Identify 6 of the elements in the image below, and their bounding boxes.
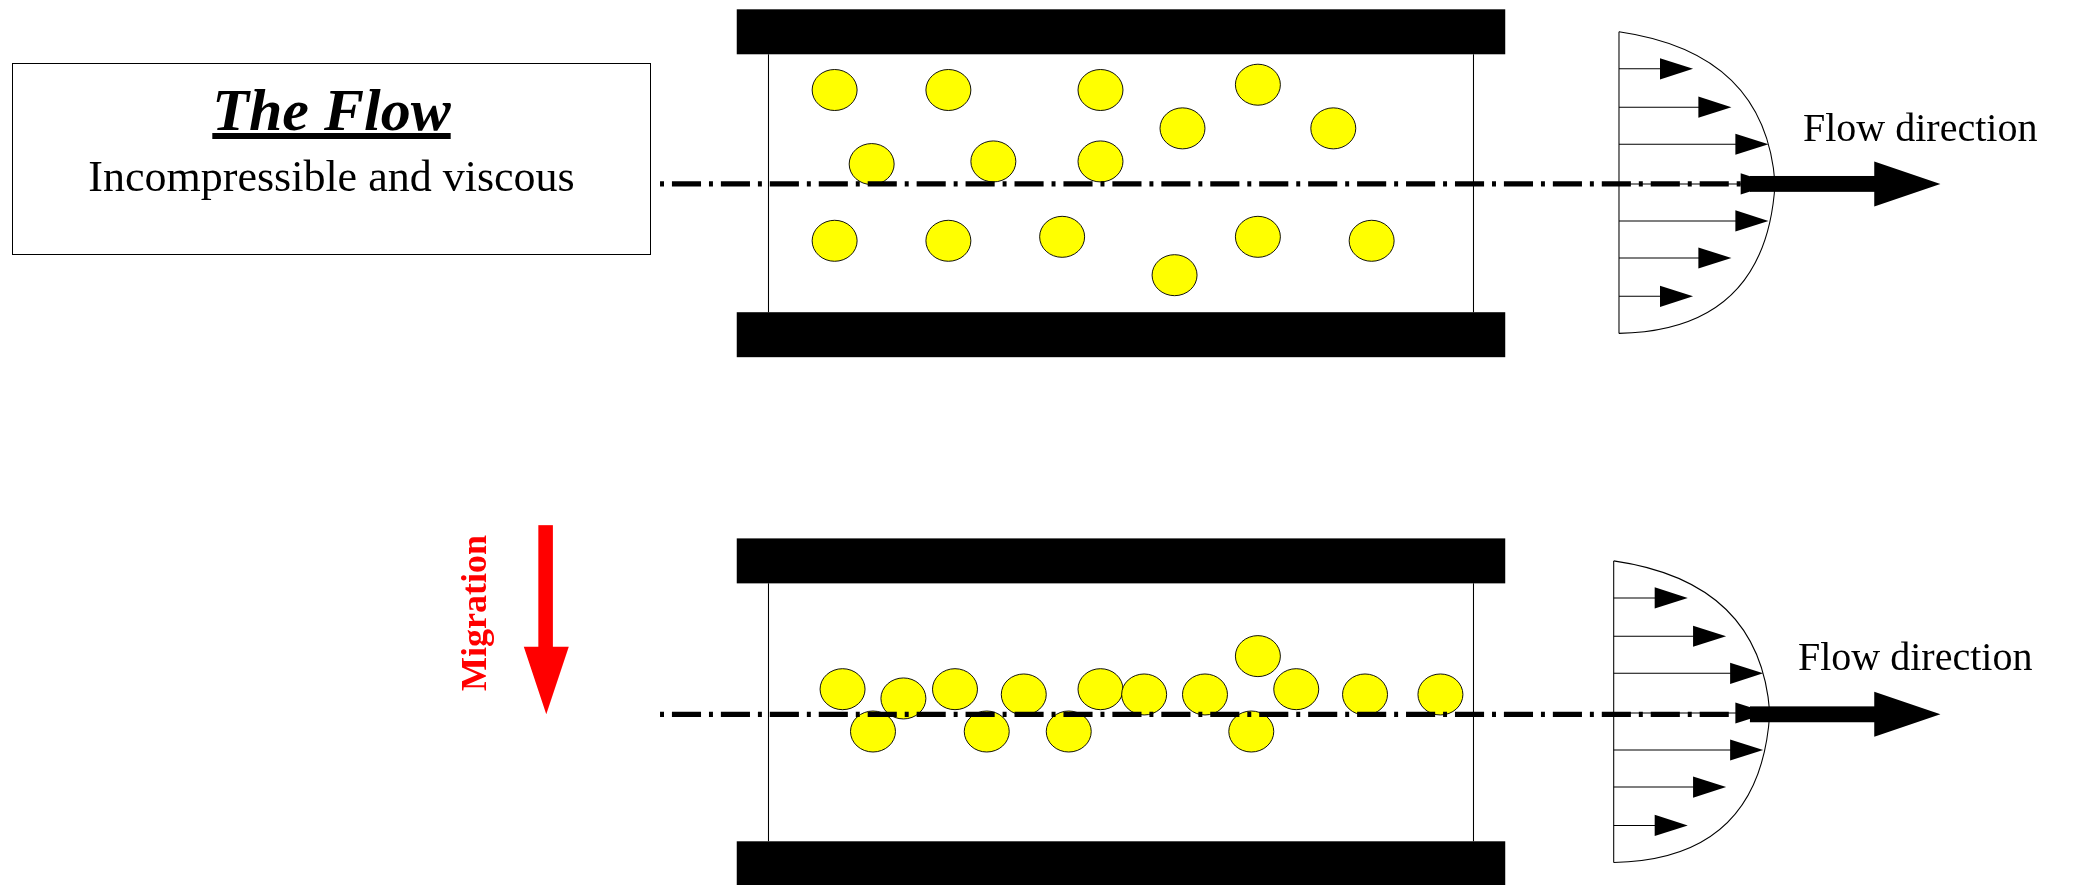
title: The Flow	[212, 76, 451, 145]
migration-label: Migration	[453, 535, 495, 691]
flow-direction-label: Flow direction	[1798, 633, 2033, 681]
flow-direction-label: Flow direction	[1803, 104, 2038, 152]
text-box	[12, 63, 651, 255]
description: Incompressible and viscous	[88, 151, 575, 203]
